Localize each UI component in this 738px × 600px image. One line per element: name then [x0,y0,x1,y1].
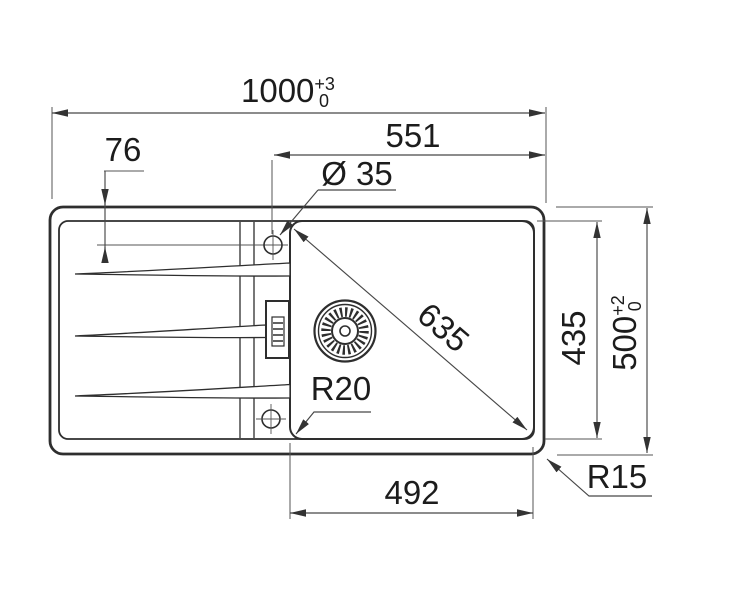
overflow-slot-grille [271,316,285,347]
leader-line [546,458,652,497]
drainer-groove-1 [74,262,291,277]
dim-label-492: 492 [384,474,439,511]
leader-line [279,189,319,236]
drainer-groove-3 [74,383,291,399]
dim-hole-offset-551: 551 [271,117,545,234]
callout-r15: R15 [546,458,652,497]
dim-label-635: 635 [411,295,477,359]
drainer-groove-2 [74,324,267,339]
dim-label-d35: Ø 35 [321,155,393,192]
callout-r20: R20 [295,370,372,435]
overflow-slot-frame [265,300,290,359]
dim-label-r20: R20 [311,370,372,407]
leader-line [295,411,371,435]
dim-label-551: 551 [385,117,440,154]
dim-edge-to-hole-76: 76 [101,131,144,263]
dim-label-500: 500+20 [606,295,645,371]
dim-label-r15: R15 [587,458,648,495]
dim-line [293,228,528,431]
strainer-center-hole [339,325,351,337]
overflow-slot [265,300,290,359]
dim-bowl-width-492: 492 [289,443,534,519]
sink-outer-rim [48,205,546,456]
dim-overall-depth-500: 500+20 [556,206,653,456]
tap-hole-bottom [256,404,286,434]
dim-label-76: 76 [105,131,142,168]
strainer-hub [331,317,359,345]
drain-strainer [313,299,377,363]
dim-bowl-depth-435: 435 [537,220,602,440]
dim-tap-hole-diameter: Ø 35 [279,155,396,236]
dim-label-435: 435 [555,310,592,365]
tap-hole-top [263,230,283,260]
